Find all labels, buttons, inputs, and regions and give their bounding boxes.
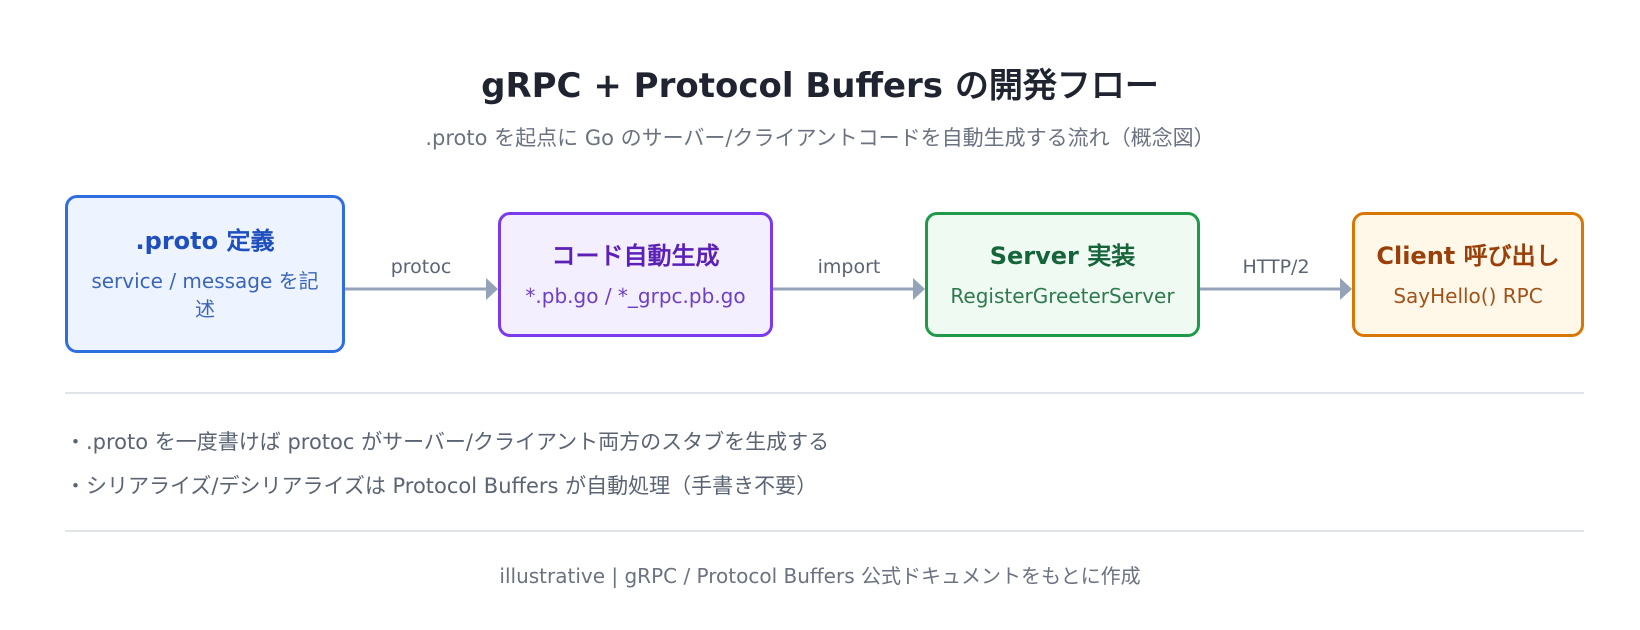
node-code-generation: コード自動生成 *.pb.go / *_grpc.pb.go [498, 212, 773, 337]
node-subtitle: *.pb.go / *_grpc.pb.go [525, 283, 746, 308]
footer-caption: illustrative | gRPC / Protocol Buffers 公… [499, 564, 1141, 588]
note-item: ・.proto を一度書けば protoc がサーバー/クライアント両方のスタブ… [65, 430, 830, 454]
node-subtitle: service / message を記述 [91, 269, 319, 321]
note-item: ・シリアライズ/デシリアライズは Protocol Buffers が自動処理（… [65, 474, 818, 498]
arrowhead-proto-to-codegen [486, 278, 498, 300]
node-client-call: Client 呼び出し SayHello() RPC [1352, 212, 1584, 337]
node-subtitle: SayHello() RPC [1393, 283, 1543, 308]
arrowhead-server-to-client [1340, 278, 1352, 300]
node-title: Client 呼び出し [1376, 241, 1560, 270]
edge-label-http2: HTTP/2 [1242, 256, 1310, 278]
notes-list: ・.proto を一度書けば protoc がサーバー/クライアント両方のスタブ… [65, 420, 829, 508]
diagram-title: gRPC + Protocol Buffers の開発フロー [481, 66, 1159, 106]
divider-bottom [65, 530, 1584, 532]
node-title: コード自動生成 [551, 241, 720, 270]
divider-top [65, 392, 1584, 394]
node-subtitle: RegisterGreeterServer [950, 283, 1175, 308]
edge-label-import: import [817, 256, 881, 278]
node-proto-definition: .proto 定義 service / message を記述 [65, 195, 345, 353]
arrowhead-codegen-to-server [913, 278, 925, 300]
node-server-implementation: Server 実装 RegisterGreeterServer [925, 212, 1200, 337]
node-title: Server 実装 [989, 241, 1136, 270]
edge-label-protoc: protoc [390, 256, 452, 278]
node-title: .proto 定義 [135, 227, 275, 255]
diagram-subtitle: .proto を起点に Go のサーバー/クライアントコードを自動生成する流れ（… [425, 126, 1215, 150]
